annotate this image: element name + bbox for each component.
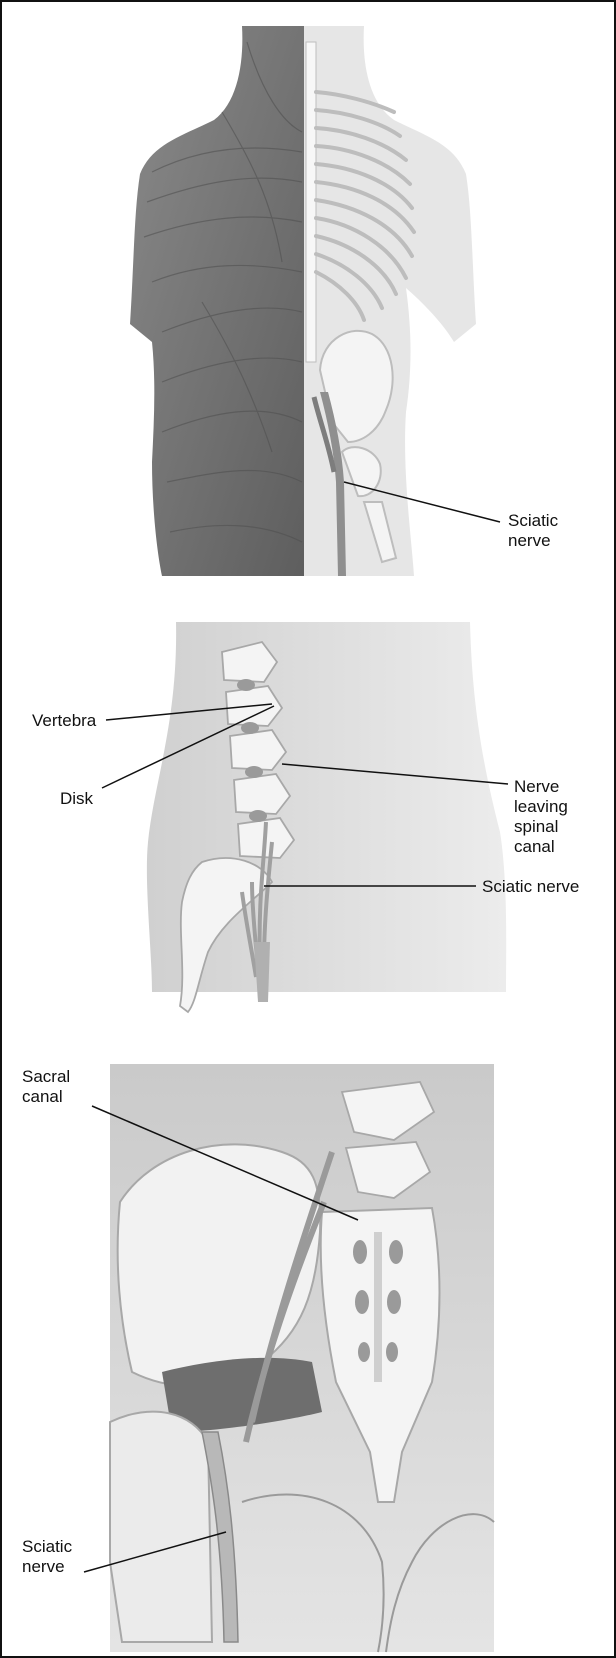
label-disk: Disk [60,789,94,808]
back-muscle-half [130,26,304,576]
lumbar-view-panel [142,622,522,1012]
femur [110,1412,212,1642]
label-sacral-canal: Sacral canal [22,1067,75,1106]
pelvis-view-panel [110,1064,494,1652]
label-vertebra: Vertebra [32,711,97,730]
label-sciatic-nerve-2: Sciatic nerve [482,877,579,896]
label-sciatic-nerve-3: Sciatic nerve [22,1537,77,1576]
label-sciatic-nerve-1: Sciatic nerve [508,511,563,550]
sacral-canal-shape [374,1232,382,1382]
back-view-panel [130,26,476,576]
spine-column [306,42,316,362]
label-nerve-leaving-spinal-canal: Nerve leaving spinal canal [514,777,573,856]
